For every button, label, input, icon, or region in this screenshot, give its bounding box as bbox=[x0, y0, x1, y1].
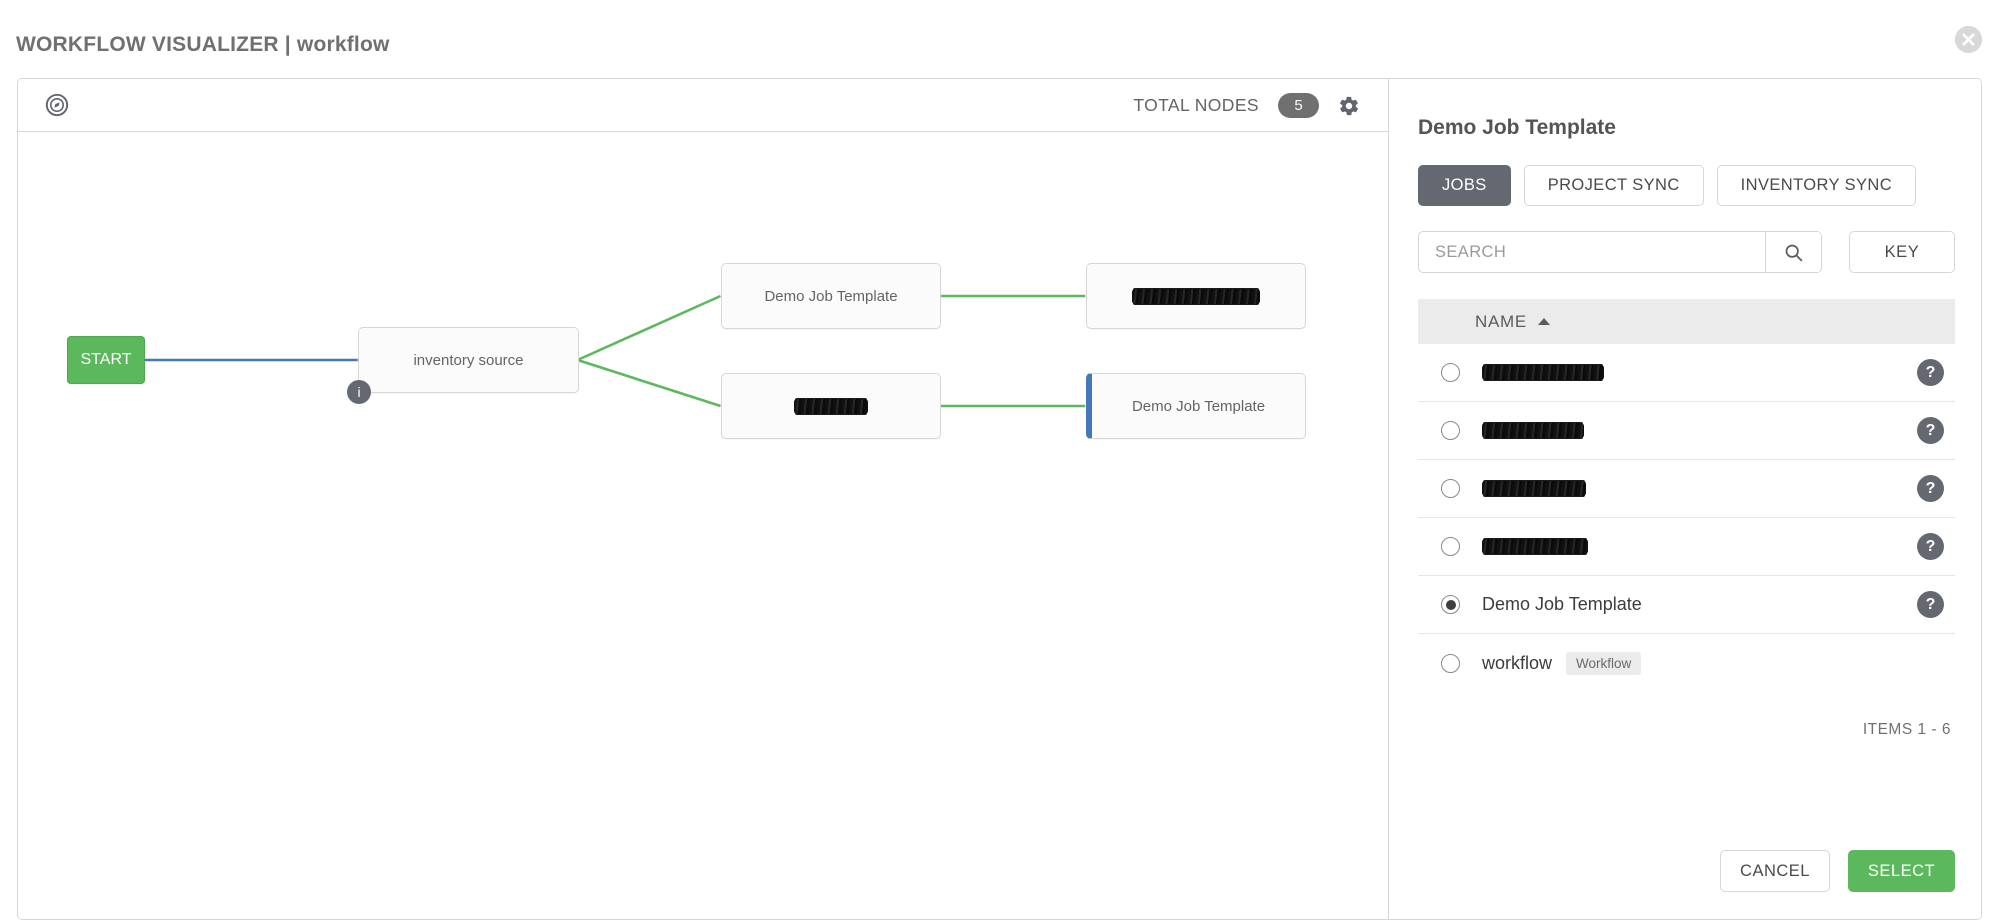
search-icon[interactable] bbox=[1765, 232, 1821, 272]
workflow-node-inventory-source[interactable]: inventory source i bbox=[347, 327, 579, 404]
cancel-button[interactable]: CANCEL bbox=[1720, 850, 1830, 892]
tab-jobs[interactable]: JOBS bbox=[1418, 165, 1511, 206]
help-icon[interactable]: ? bbox=[1917, 533, 1944, 560]
panel-tabs: JOBS PROJECT SYNC INVENTORY SYNC bbox=[1418, 165, 1955, 206]
list-header-label: NAME bbox=[1475, 311, 1527, 331]
row-name bbox=[1482, 365, 1917, 380]
close-icon[interactable] bbox=[1955, 26, 1982, 53]
items-count: ITEMS 1 - 6 bbox=[1862, 721, 1951, 738]
row-radio[interactable] bbox=[1441, 363, 1460, 382]
node-label: START bbox=[80, 351, 132, 368]
row-label: workflow bbox=[1482, 652, 1553, 673]
row-name: workflow Workflow bbox=[1482, 651, 1951, 675]
tab-inventory-sync[interactable]: INVENTORY SYNC bbox=[1716, 165, 1917, 206]
visualizer-card: TOTAL NODES 5 bbox=[17, 78, 1982, 920]
search-input[interactable] bbox=[1419, 232, 1765, 272]
redacted-label bbox=[1482, 539, 1588, 554]
workflow-node-start[interactable]: START bbox=[67, 336, 145, 384]
node-label: Demo Job Template bbox=[764, 287, 898, 305]
gear-icon[interactable] bbox=[1338, 95, 1360, 117]
help-icon[interactable]: ? bbox=[1917, 591, 1944, 618]
row-name: Demo Job Template bbox=[1482, 594, 1917, 615]
workflow-node-redacted-bottom[interactable] bbox=[721, 373, 941, 439]
redacted-label bbox=[1482, 423, 1584, 438]
graph-column: TOTAL NODES 5 bbox=[18, 79, 1389, 919]
tab-project-sync[interactable]: PROJECT SYNC bbox=[1523, 165, 1704, 206]
list-item[interactable]: ? bbox=[1418, 518, 1955, 576]
page-title: WORKFLOW VISUALIZER | workflow bbox=[16, 33, 390, 56]
help-icon[interactable]: ? bbox=[1917, 417, 1944, 444]
key-button[interactable]: KEY bbox=[1849, 231, 1955, 273]
help-icon[interactable]: ? bbox=[1917, 475, 1944, 502]
redacted-label bbox=[1482, 365, 1604, 380]
panel-actions: CANCEL SELECT bbox=[1720, 850, 1955, 892]
list-item[interactable]: ? bbox=[1418, 402, 1955, 460]
total-nodes-label: TOTAL NODES bbox=[1133, 95, 1259, 115]
help-icon[interactable]: ? bbox=[1917, 359, 1944, 386]
workflow-node-demo-job-template-top[interactable]: Demo Job Template bbox=[721, 263, 941, 329]
row-name bbox=[1482, 539, 1917, 554]
workflow-node-demo-job-template-bottom[interactable]: Demo Job Template bbox=[1086, 373, 1306, 439]
caret-up-icon bbox=[1537, 318, 1550, 325]
row-name bbox=[1482, 481, 1917, 496]
row-radio[interactable] bbox=[1441, 537, 1460, 556]
row-radio[interactable] bbox=[1441, 479, 1460, 498]
list-item-workflow[interactable]: workflow Workflow bbox=[1418, 634, 1955, 692]
template-list: ? ? ? bbox=[1418, 344, 1955, 692]
node-label: Demo Job Template bbox=[1131, 397, 1266, 415]
select-button[interactable]: SELECT bbox=[1848, 850, 1955, 892]
redacted-label bbox=[1482, 481, 1586, 496]
node-label: inventory source bbox=[413, 351, 524, 369]
list-item[interactable]: ? bbox=[1418, 460, 1955, 518]
row-radio[interactable] bbox=[1441, 653, 1460, 673]
list-item[interactable]: ? bbox=[1418, 344, 1955, 402]
panel-title: Demo Job Template bbox=[1418, 116, 1616, 139]
redacted-label bbox=[794, 398, 868, 414]
row-label: Demo Job Template bbox=[1482, 594, 1642, 614]
list-header-name[interactable]: NAME bbox=[1418, 299, 1955, 344]
row-name bbox=[1482, 423, 1917, 438]
list-item-demo-job-template[interactable]: Demo Job Template ? bbox=[1418, 576, 1955, 634]
inventory-badge-icon: i bbox=[347, 380, 371, 404]
workflow-node-redacted-top[interactable] bbox=[1086, 263, 1306, 329]
row-radio[interactable] bbox=[1441, 595, 1460, 614]
graph-canvas[interactable]: START inventory source i Demo Job Templa… bbox=[18, 132, 1388, 919]
graph-edges bbox=[144, 294, 1086, 408]
status-badge: Workflow bbox=[1566, 651, 1642, 675]
search-row: KEY bbox=[1418, 231, 1955, 273]
toolbar-right-group: TOTAL NODES 5 bbox=[1133, 79, 1360, 132]
compass-icon[interactable] bbox=[45, 93, 69, 117]
search-field-wrapper bbox=[1418, 231, 1822, 273]
redacted-label bbox=[1132, 288, 1260, 304]
row-radio[interactable] bbox=[1441, 421, 1460, 440]
total-nodes-count: 5 bbox=[1278, 93, 1319, 118]
graph-toolbar: TOTAL NODES 5 bbox=[18, 79, 1388, 132]
node-select-panel: Demo Job Template JOBS PROJECT SYNC INVE… bbox=[1390, 79, 1981, 919]
